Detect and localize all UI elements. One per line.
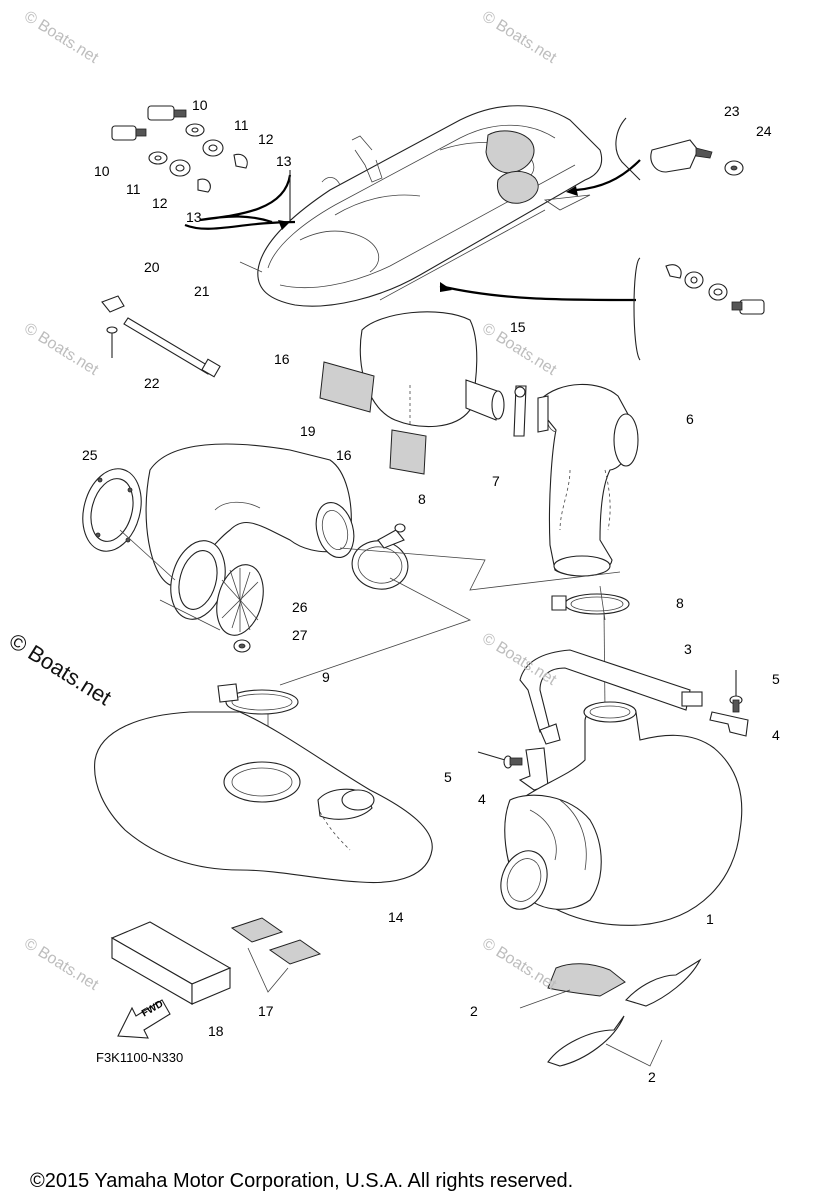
- bracket-4-left: [518, 747, 549, 791]
- air-box-14: [94, 711, 433, 884]
- pointer-arrow-left: [199, 174, 292, 224]
- pad-16-upper: [319, 361, 375, 413]
- callout-11: 11: [234, 117, 249, 133]
- callout-19: 19: [300, 423, 316, 439]
- clamp-9: [217, 683, 299, 715]
- callout-13: 13: [186, 209, 202, 225]
- duct-15: [359, 311, 505, 428]
- callout-8: 8: [676, 595, 684, 611]
- callout-2: 2: [648, 1069, 656, 1085]
- copyright-notice: ©2015 Yamaha Motor Corporation, U.S.A. A…: [30, 1170, 574, 1192]
- cable-tie-parts: [101, 295, 221, 378]
- callout-8: 8: [418, 491, 426, 507]
- bracket-4-right: [709, 711, 749, 737]
- callout-14: 14: [388, 909, 404, 925]
- watercraft-illustration: [239, 105, 603, 307]
- block-18: [110, 921, 232, 1005]
- band-7: [513, 385, 527, 437]
- clip-assembly: [650, 139, 744, 176]
- callout-2: 2: [470, 1003, 478, 1019]
- strap-3: [519, 649, 703, 745]
- callout-26: 26: [292, 599, 308, 615]
- callout-20: 20: [144, 259, 160, 275]
- callout-5: 5: [772, 671, 780, 687]
- callout-18: 18: [208, 1023, 224, 1039]
- screen-plate-26: [170, 540, 264, 636]
- callout-27: 27: [292, 627, 308, 643]
- callout-22: 22: [144, 375, 160, 391]
- callout-10: 10: [94, 163, 110, 179]
- callout-21: 21: [194, 283, 210, 299]
- callout-9: 9: [322, 669, 330, 685]
- silencer-1: [500, 701, 743, 926]
- callout-15: 15: [510, 319, 526, 335]
- diagram-code: F3K1100-N330: [96, 1050, 184, 1065]
- callout-4: 4: [478, 791, 486, 807]
- fasteners-top-left: [111, 105, 248, 193]
- clamp-8-lower: [551, 593, 630, 615]
- pad-17-lower: [268, 939, 322, 965]
- callout-17: 17: [258, 1003, 274, 1019]
- fwd-arrow: [117, 999, 171, 1039]
- callout-25: 25: [82, 447, 98, 463]
- callout-11: 11: [126, 181, 141, 197]
- rivet-5-left: [477, 751, 523, 769]
- callout-23: 23: [724, 103, 740, 119]
- callout-7: 7: [492, 473, 500, 489]
- pad-17-upper: [230, 917, 284, 943]
- callout-1: 1: [706, 911, 714, 927]
- clamp-8-upper: [351, 523, 409, 590]
- callout-16: 16: [274, 351, 290, 367]
- callout-16: 16: [336, 447, 352, 463]
- flange-ring-25: [82, 468, 142, 552]
- callout-12: 12: [258, 131, 274, 147]
- callout-3: 3: [684, 641, 692, 657]
- callout-5: 5: [444, 769, 452, 785]
- fasteners-right-inset: [665, 264, 765, 315]
- pad-16-lower: [389, 429, 427, 475]
- callout-10: 10: [192, 97, 208, 113]
- heat-pads-2: [519, 958, 702, 1067]
- callout-12: 12: [152, 195, 168, 211]
- callout-4: 4: [772, 727, 780, 743]
- callout-6: 6: [686, 411, 694, 427]
- callout-13: 13: [276, 153, 292, 169]
- callout-24: 24: [756, 123, 772, 139]
- hose-6: [537, 383, 639, 577]
- rivet-5-right: [729, 670, 743, 713]
